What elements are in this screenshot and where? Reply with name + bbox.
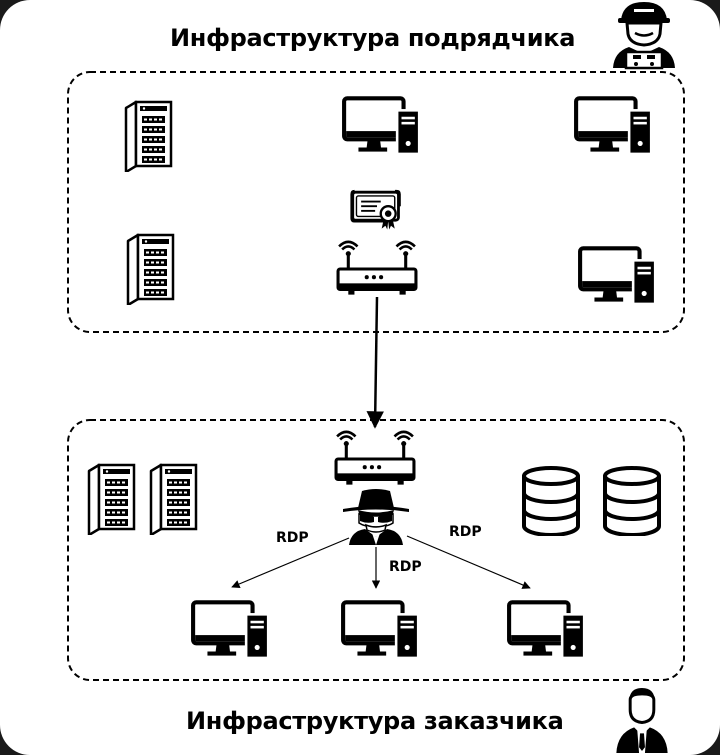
- rdp-arrow-right: [406, 535, 531, 589]
- customer-infrastructure-box: [67, 419, 685, 681]
- database-icon: [522, 466, 580, 536]
- contractor-infrastructure-title: Инфраструктура подрядчика: [170, 24, 576, 52]
- rdp-label-right: RDP: [449, 524, 482, 540]
- database-icon: [603, 466, 661, 536]
- server-icon: [126, 233, 175, 305]
- server-icon: [124, 100, 173, 172]
- server-icon: [149, 463, 198, 535]
- server-icon: [87, 463, 136, 535]
- rdp-label-left: RDP: [276, 530, 309, 546]
- customer-infrastructure-title: Инфраструктура заказчика: [186, 707, 564, 735]
- rdp-arrow-left: [231, 537, 350, 588]
- rdp-label-center: RDP: [389, 559, 422, 575]
- router-link-arrow: [366, 296, 384, 429]
